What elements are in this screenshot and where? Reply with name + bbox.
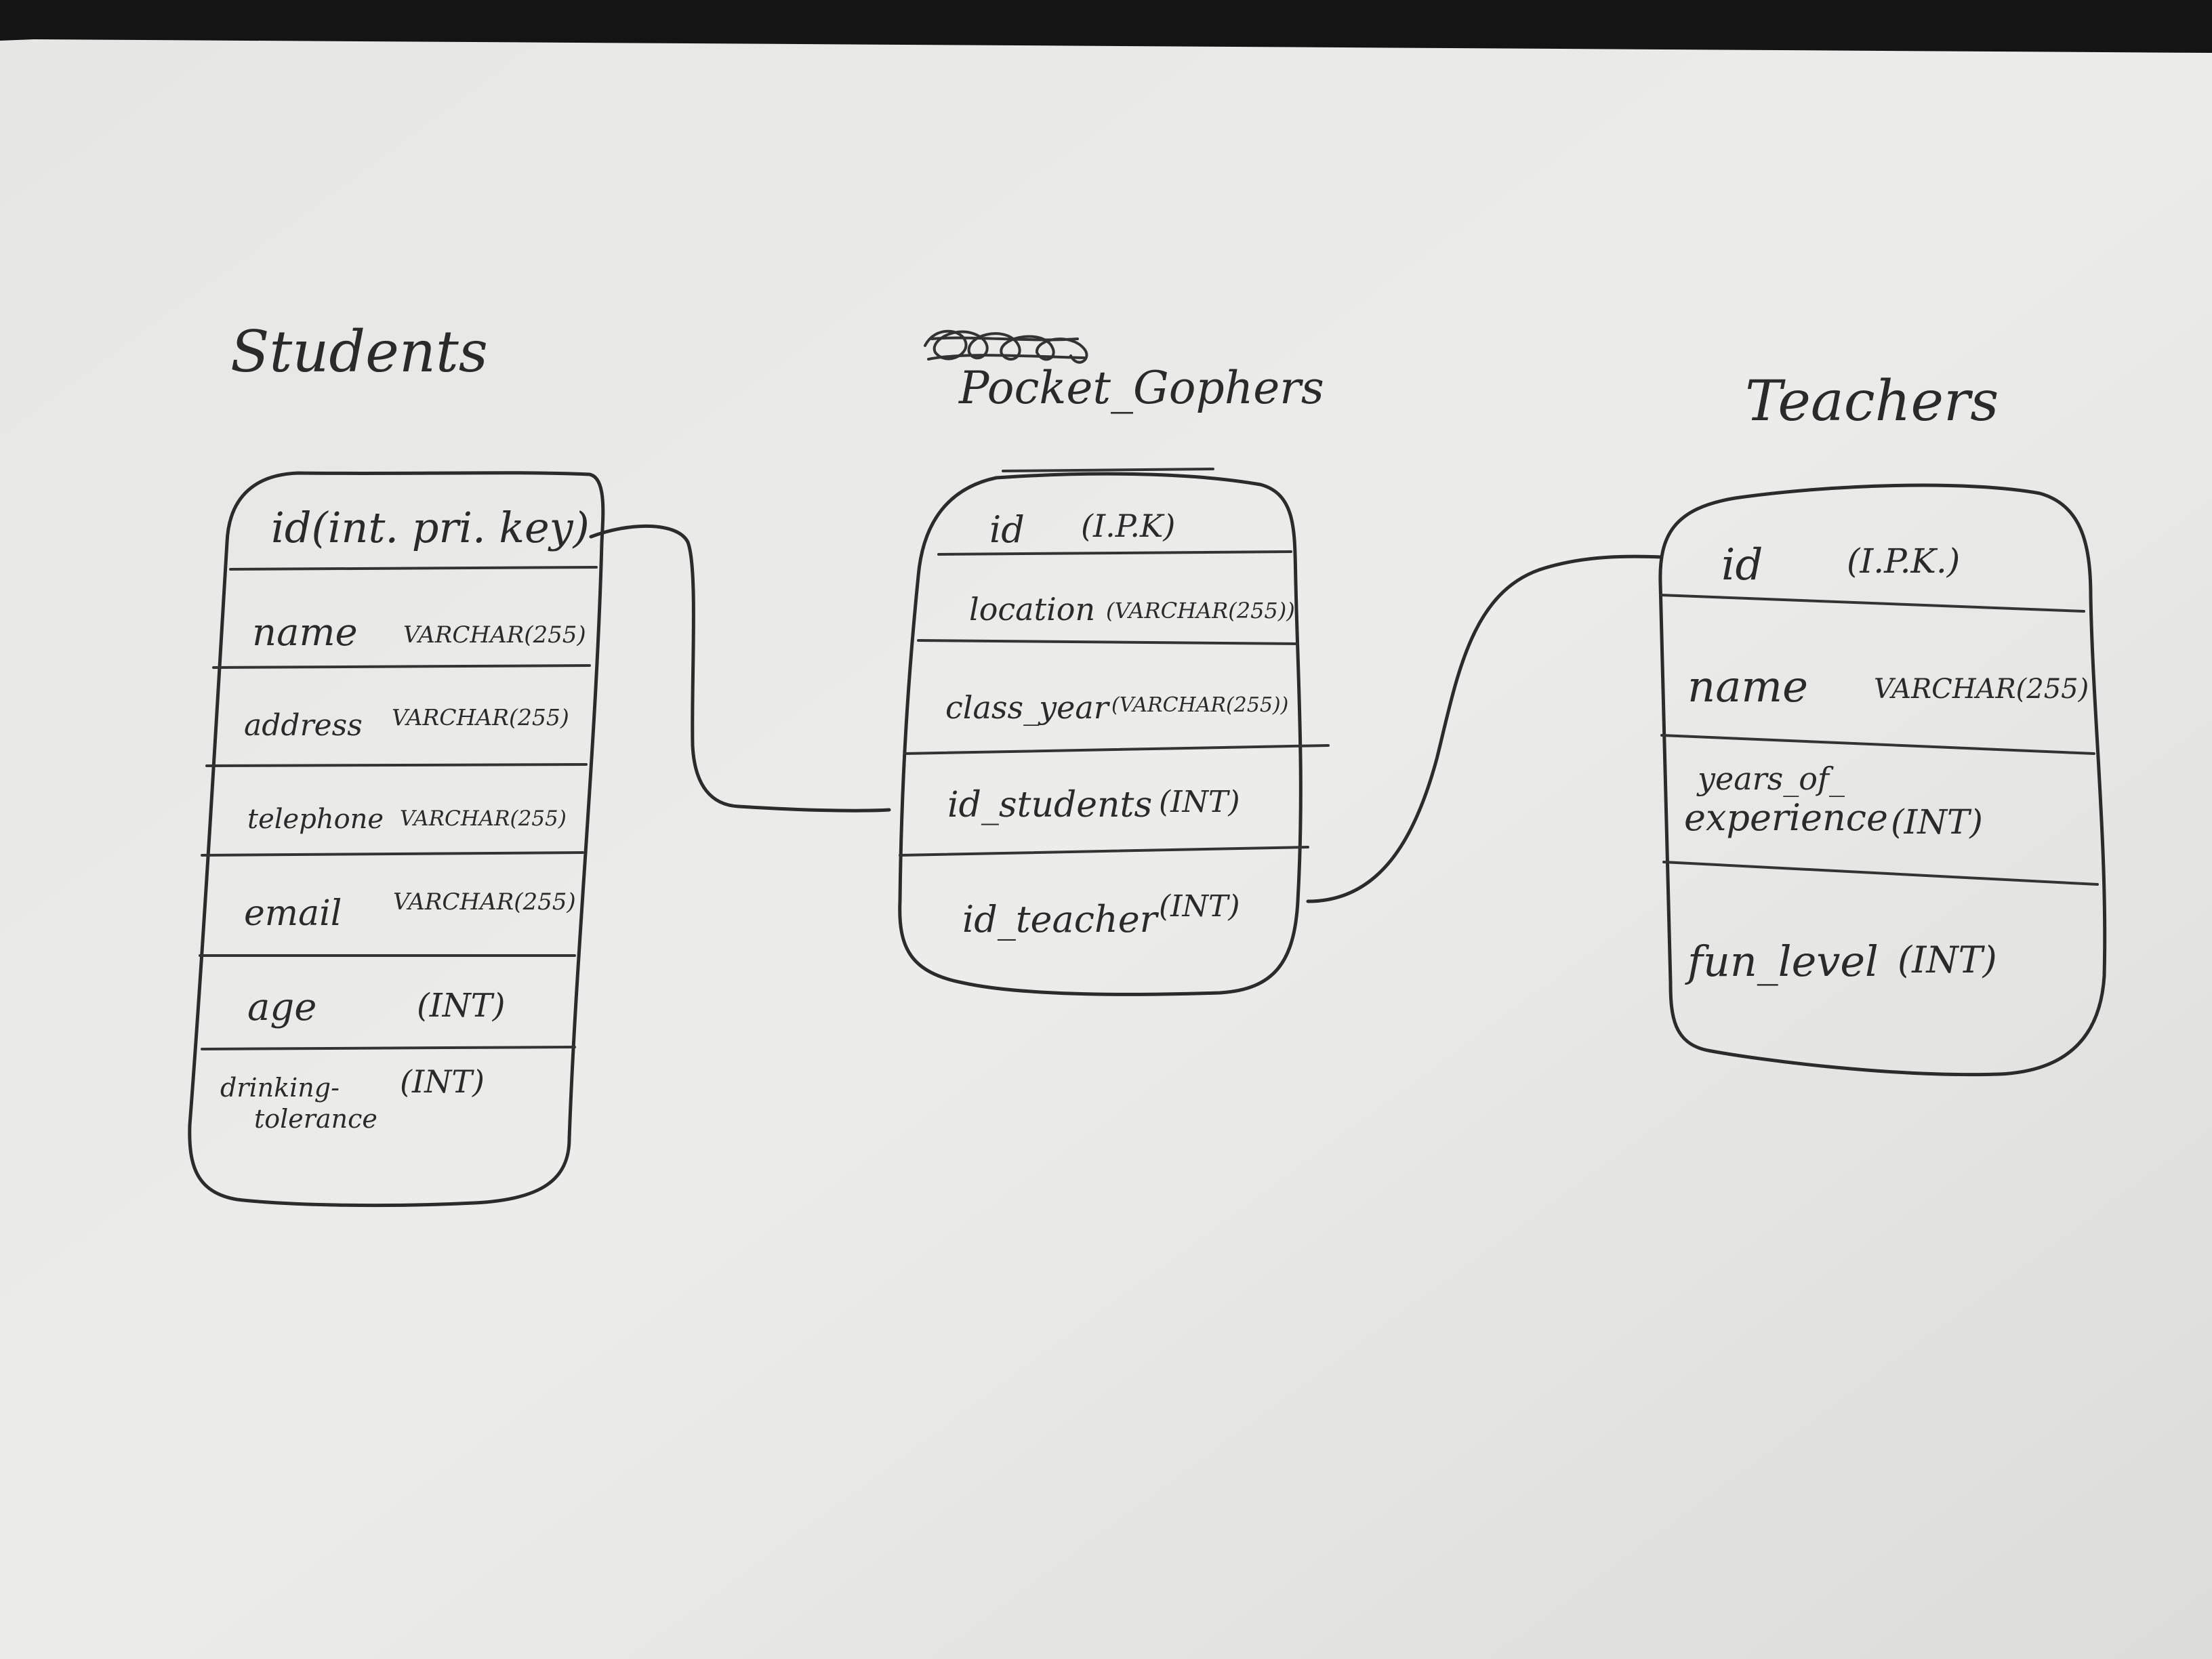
teachers-field-name: name xyxy=(1687,662,1808,712)
teachers-field-years-type: (INT) xyxy=(1891,802,1983,842)
students-field-name-type: VARCHAR(255) xyxy=(403,621,586,649)
students-row-divider xyxy=(201,851,584,857)
students-field-telephone: telephone xyxy=(247,804,384,835)
students-field-drinking: drinking- xyxy=(220,1073,340,1103)
students-field-telephone-type: VARCHAR(255) xyxy=(400,806,567,831)
students-field-age-type: (INT) xyxy=(417,987,505,1025)
teachers-field-id-type: (I.P.K.) xyxy=(1847,541,1960,581)
pocket-gophers-field-id: id xyxy=(989,508,1025,551)
students-table-outline xyxy=(188,471,605,1208)
students-field-email: email xyxy=(244,893,342,934)
teachers-title: Teachers xyxy=(1745,369,1999,434)
scribbled-out-word xyxy=(924,329,1088,364)
teachers-row-divider xyxy=(1659,594,2085,613)
students-field-address-type: VARCHAR(255) xyxy=(392,704,569,731)
pocket-gophers-row-divider xyxy=(917,639,1299,645)
students-field-age: age xyxy=(247,985,316,1029)
pocket-gophers-field-class-year: class_year xyxy=(945,689,1111,726)
teachers-row-divider xyxy=(1662,861,2099,886)
pocket-gophers-field-id-type: (I.P.K) xyxy=(1081,508,1175,544)
pocket-gophers-field-class-year-type: (VARCHAR(255)) xyxy=(1111,693,1288,717)
teachers-field-fun-level-type: (INT) xyxy=(1898,939,1997,981)
teachers-field-years-of: years_of_ xyxy=(1696,760,1845,797)
relationship-line-students-to-pocket-gophers xyxy=(589,524,891,813)
pocket-gophers-title: Pocket_Gophers xyxy=(958,362,1324,414)
teachers-field-name-type: VARCHAR(255) xyxy=(1874,674,2089,705)
pocket-gophers-row-divider xyxy=(903,744,1330,755)
students-row-divider xyxy=(212,664,591,669)
pocket-gophers-field-id-students-type: (INT) xyxy=(1159,785,1240,819)
pocket-gophers-row-divider xyxy=(937,550,1292,556)
relationship-line-pocket-gophers-to-teachers xyxy=(1306,554,1664,903)
pocket-gophers-row-divider xyxy=(899,846,1309,857)
teachers-table: Teachers id (I.P.K.) name VARCHAR(255) y… xyxy=(1658,369,2107,1077)
students-row-divider xyxy=(229,566,598,571)
students-field-email-type: VARCHAR(255) xyxy=(393,888,576,916)
students-field-name: name xyxy=(252,611,358,655)
students-field-address: address xyxy=(244,708,363,743)
pocket-gophers-table-outline xyxy=(898,472,1303,996)
paper-sheet xyxy=(0,39,2212,1659)
students-field-drinking-type: (INT) xyxy=(400,1063,485,1100)
students-field-tolerance: tolerance xyxy=(254,1104,377,1134)
title-underline xyxy=(1002,468,1214,472)
students-row-divider xyxy=(201,1046,576,1050)
teachers-field-fun-level: fun_level xyxy=(1685,937,1879,986)
pocket-gophers-field-id-teacher: id_teacher xyxy=(962,898,1160,941)
teachers-row-divider xyxy=(1660,734,2095,755)
pocket-gophers-field-id-teacher-type: (INT) xyxy=(1159,889,1240,924)
pocket-gophers-field-id-students: id_students xyxy=(947,785,1152,825)
students-title: Students xyxy=(230,319,488,385)
teachers-field-experience: experience xyxy=(1684,796,1888,839)
students-row-divider xyxy=(205,763,588,767)
students-field-id: id(int. pri. key) xyxy=(271,503,590,552)
teachers-field-id: id xyxy=(1721,540,1763,590)
pocket-gophers-field-location-type: (VARCHAR(255)) xyxy=(1106,598,1295,623)
pocket-gophers-table: Pocket_Gophers id (I.P.K) location (VARC… xyxy=(898,329,1330,996)
pocket-gophers-field-location: location xyxy=(969,591,1095,628)
students-table: Students id(int. pri. key) name VARCHAR(… xyxy=(188,319,605,1208)
teachers-table-outline xyxy=(1658,483,2107,1077)
